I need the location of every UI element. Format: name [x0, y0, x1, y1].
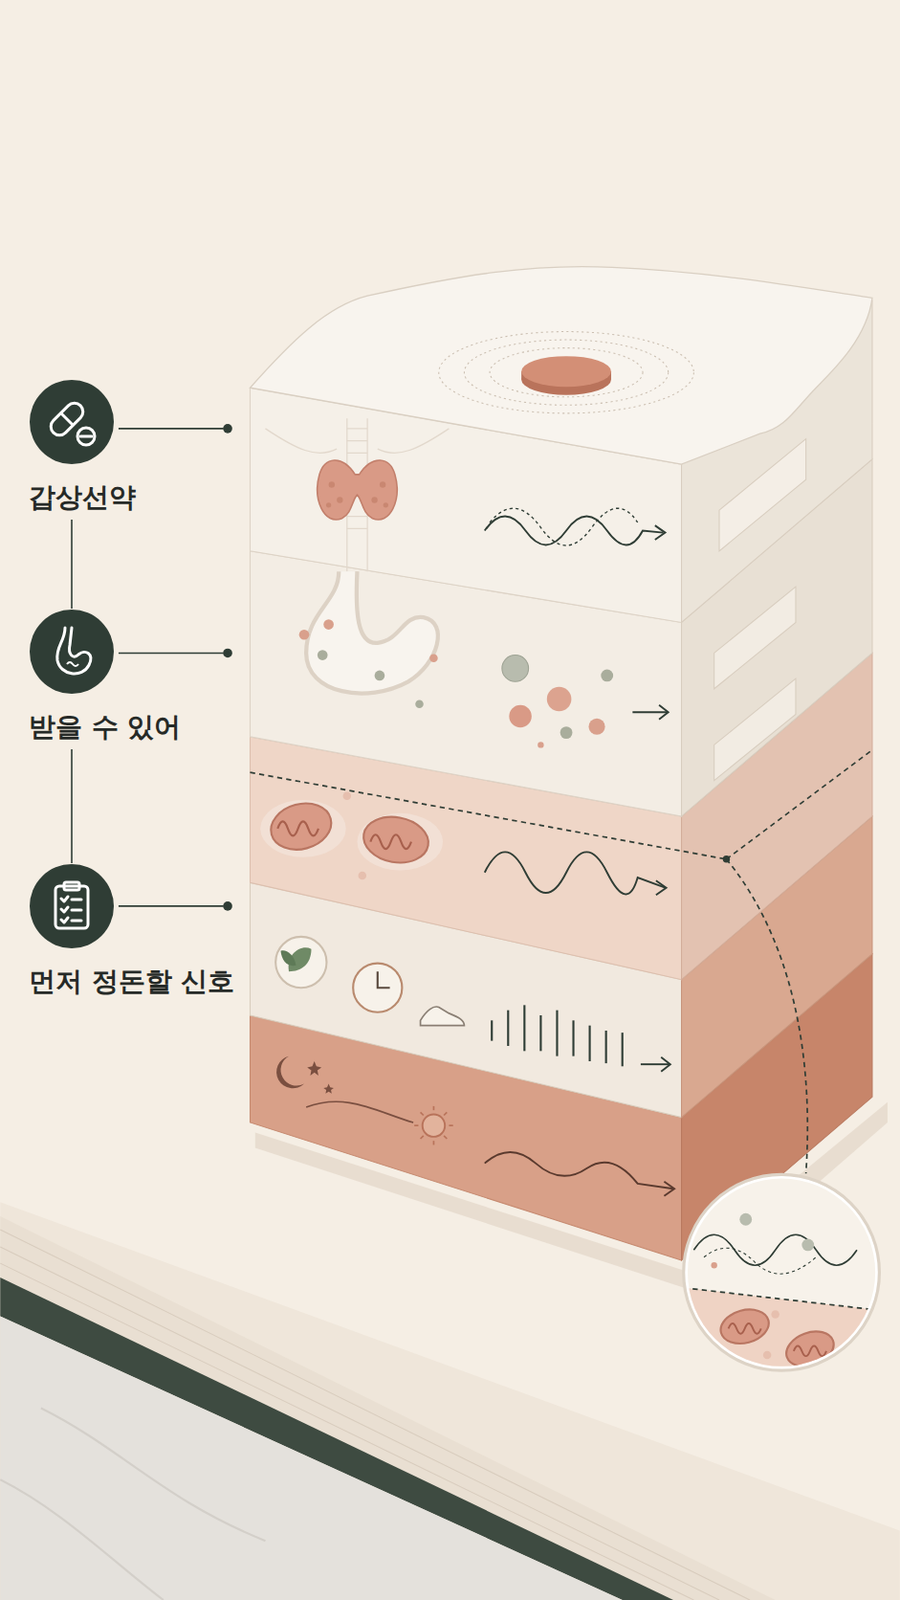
icon-step: 갑상선약: [28, 378, 136, 514]
icon-step: 받을 수 있어: [28, 608, 182, 744]
step-label: 먼저 정돈할 신호: [28, 964, 236, 998]
step-label: 갑상선약: [28, 480, 136, 514]
step-connector: [70, 519, 73, 609]
step-connector: [70, 748, 73, 863]
icon-circle: [28, 378, 115, 465]
step-label: 받을 수 있어: [28, 709, 182, 744]
icon-step: 먼저 정돈할 신호: [28, 862, 236, 998]
icon-circle: [28, 608, 115, 695]
icon-circle: [28, 862, 115, 949]
